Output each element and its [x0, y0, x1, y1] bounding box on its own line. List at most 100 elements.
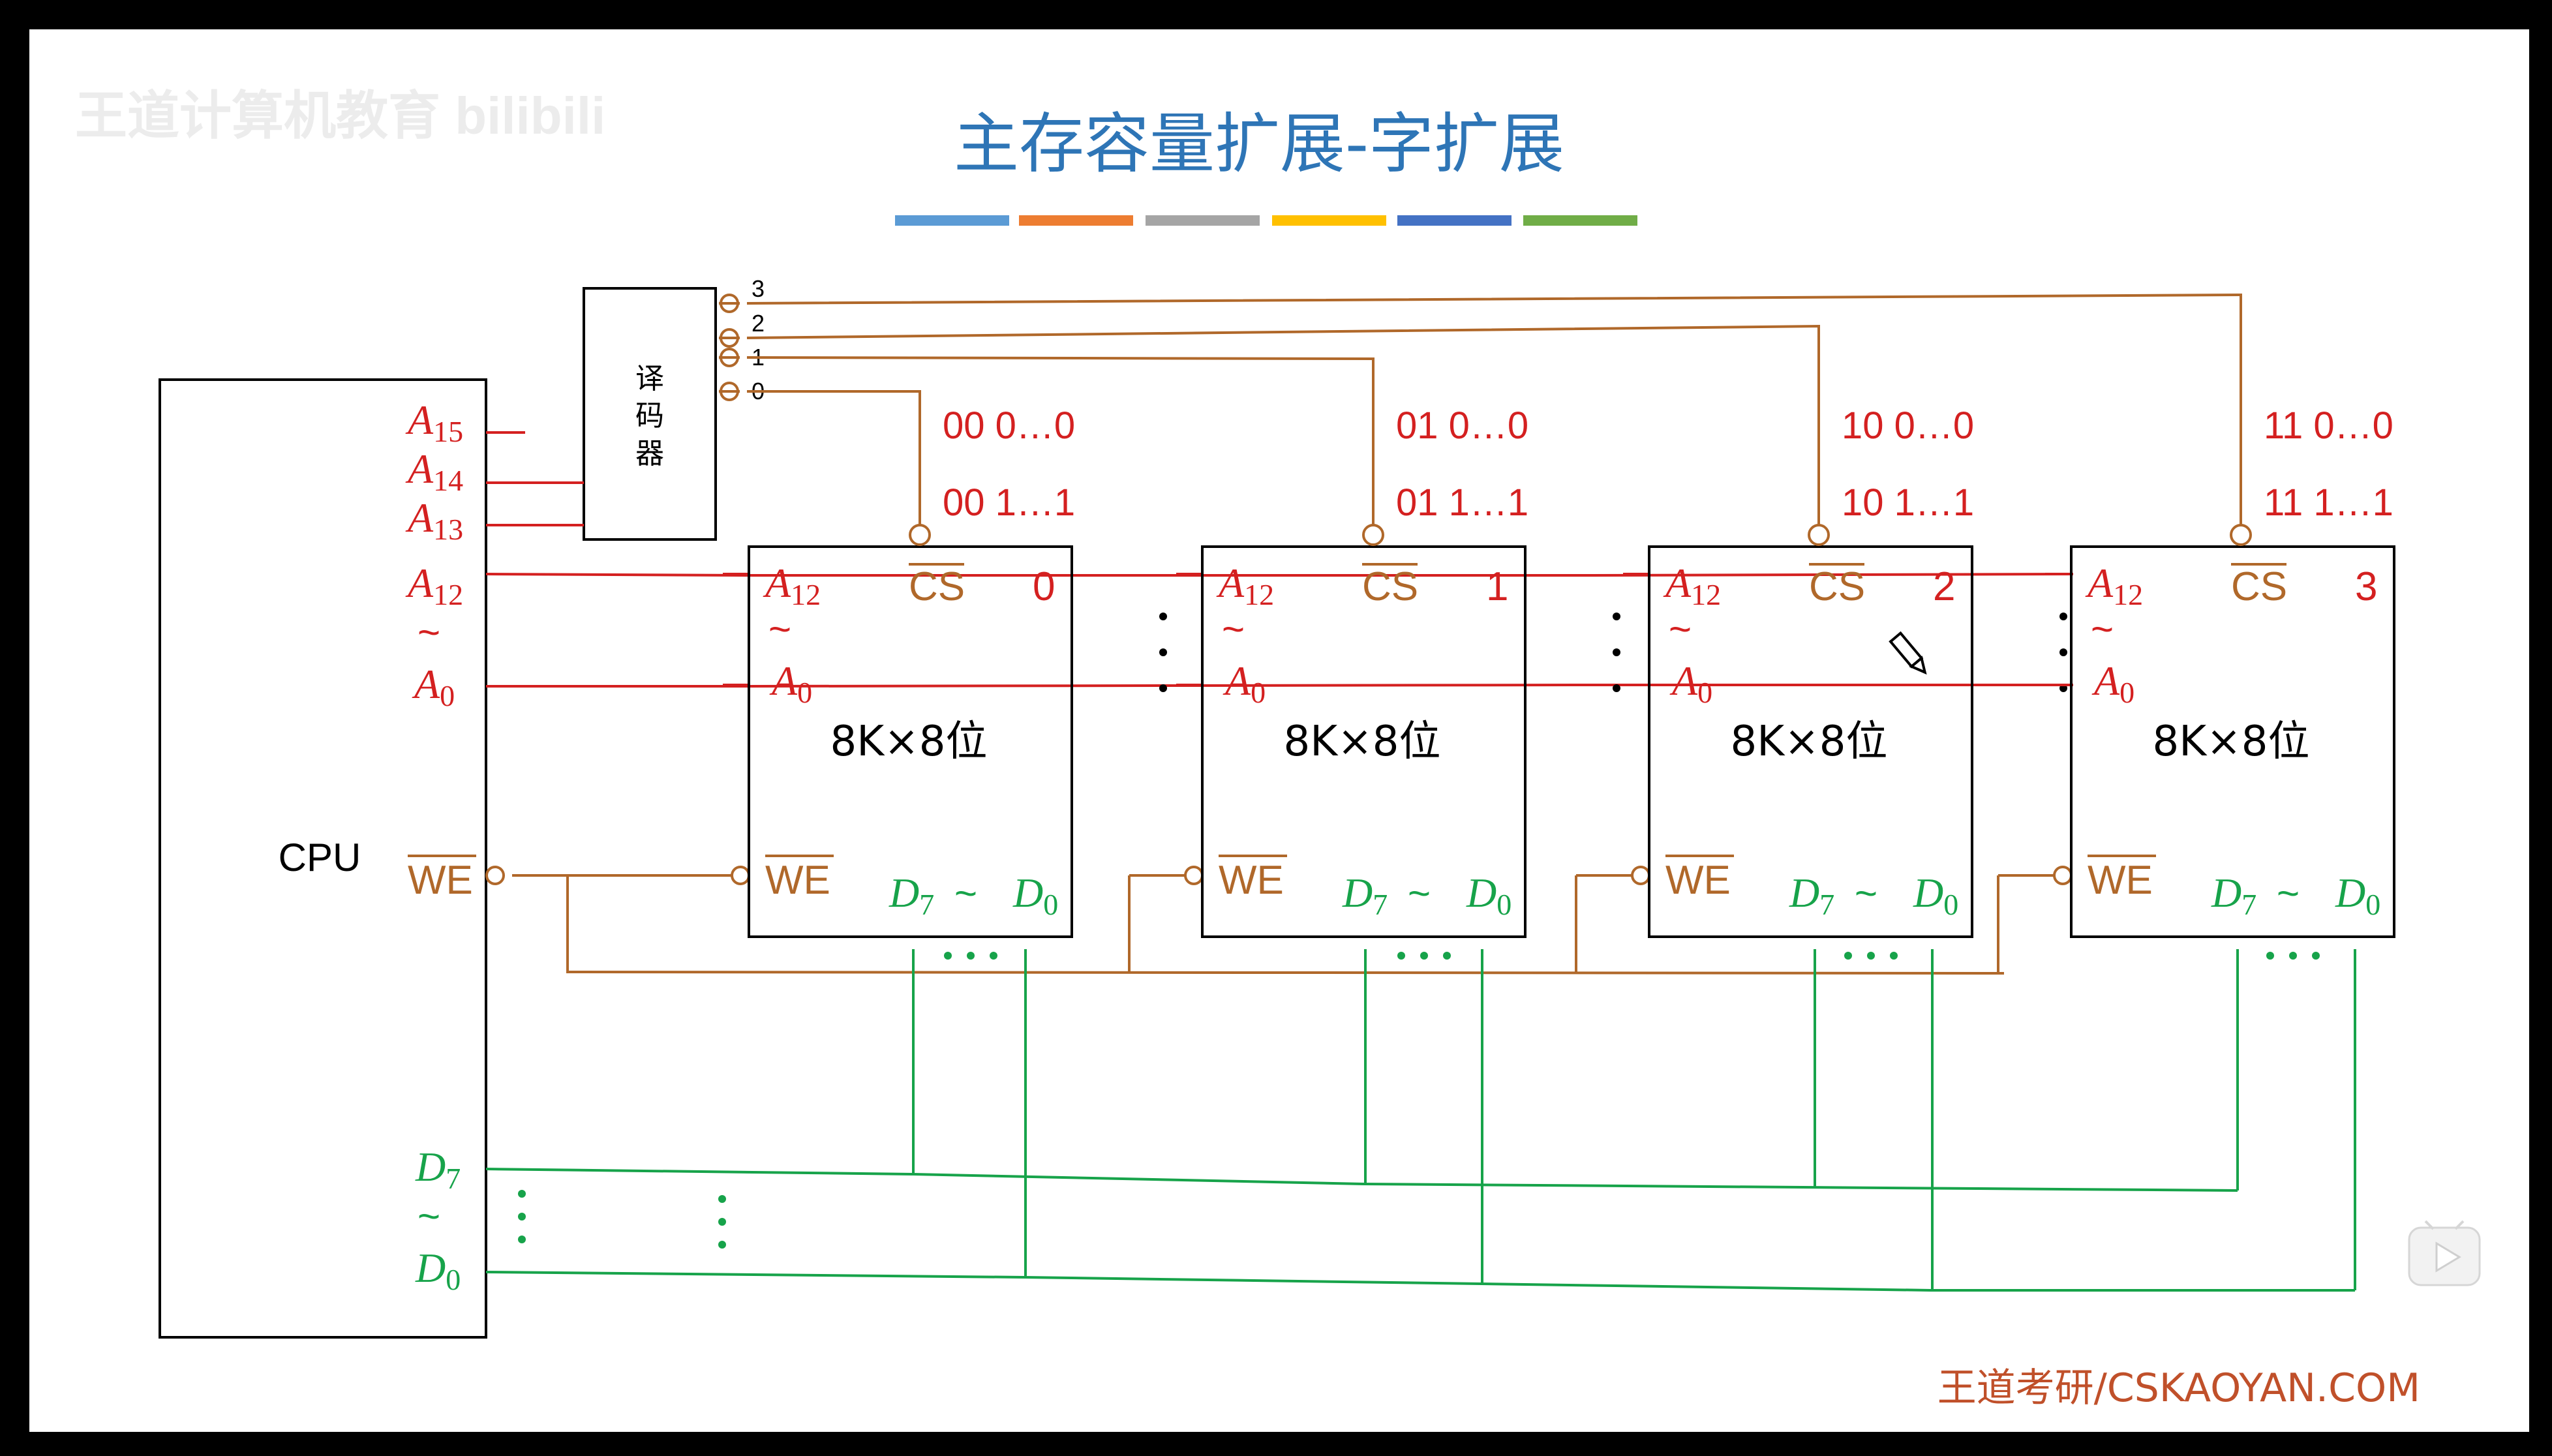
write-enable-bus	[485, 866, 2005, 975]
chip-pin-we: WE	[1219, 858, 1284, 903]
svg-text:WE: WE	[408, 858, 473, 903]
chip-data-tilde: ~	[1855, 872, 1877, 915]
cs-inverter-bubble	[1808, 524, 1830, 546]
chip-data-tilde: ~	[954, 872, 977, 915]
bus-ellipsis-dot	[1159, 684, 1167, 692]
chip-pin-a0: A0	[769, 658, 812, 709]
chip-body	[2070, 545, 2395, 938]
play-icon[interactable]	[2408, 1220, 2481, 1286]
chip-pin-we: WE	[2088, 858, 2153, 903]
slide-title: 主存容量扩展-字扩展	[954, 106, 1564, 182]
chip-index: 0	[1033, 564, 1055, 609]
chip-addr-high: 10 1…1	[1842, 481, 1974, 524]
data-bus	[485, 949, 2356, 1292]
chip-index: 3	[2355, 564, 2377, 609]
chip-body	[1648, 545, 1973, 938]
chip-pin-data: D7~D0	[2211, 870, 2380, 921]
decoder-block	[583, 287, 717, 541]
slide-background	[29, 29, 2529, 1432]
cs-inverter-bubble	[909, 524, 931, 546]
chip-pin-data: D7~D0	[1342, 870, 1511, 921]
chip-index: 1	[1486, 564, 1508, 609]
title-bar-segment	[1397, 215, 1511, 226]
chip-pin-tilde: ~	[1669, 607, 1692, 651]
chip-data-tilde: ~	[1408, 872, 1431, 915]
chip-pin-tilde: ~	[768, 607, 791, 651]
title-bar-segment	[1272, 215, 1386, 226]
decoder-label-2: 码	[635, 399, 664, 432]
bus-ellipsis-dot	[1613, 613, 1620, 620]
title-bar-segment	[1146, 215, 1260, 226]
we-inverter-bubble	[731, 866, 750, 885]
bus-ellipsis-dot	[2059, 648, 2067, 656]
data-bus-ellipsis	[518, 1190, 726, 1249]
svg-text:A0: A0	[412, 661, 455, 712]
chip-addr-low: 10 0…0	[1842, 404, 1974, 447]
bus-ellipsis-dot	[1613, 684, 1620, 692]
bus-ellipsis-dot	[1159, 648, 1167, 656]
chip-pin-cs: CS	[1809, 564, 1865, 609]
cpu-block	[159, 378, 487, 1339]
chip-pin-cs: CS	[2231, 564, 2287, 609]
cs-inverter-bubble	[2230, 524, 2252, 546]
chip-size: 8K×8位	[1283, 718, 1440, 766]
title-bar-segment	[895, 215, 1009, 226]
chip-body	[748, 545, 1073, 938]
chip-pin-d0: D0	[1913, 870, 1958, 921]
chip-select-wires	[719, 293, 2242, 527]
we-inverter-bubble	[2053, 866, 2073, 885]
title-color-bar	[895, 215, 1637, 226]
decoder-label-3: 器	[635, 437, 664, 470]
we-inverter-bubble	[1184, 866, 1204, 885]
cs-inverter-bubble	[1362, 524, 1384, 546]
cpu-label: CPU	[279, 836, 361, 879]
chip-pin-d0: D0	[2335, 870, 2380, 921]
watermark: 王道计算机教育 bilibili	[75, 87, 605, 145]
chip-size: 8K×8位	[1730, 718, 1887, 766]
chip-addr-low: 00 0…0	[943, 404, 1075, 447]
decoder-label-1: 译	[635, 362, 664, 395]
high-address-wires	[486, 431, 584, 526]
chip-pin-cs: CS	[1362, 564, 1418, 609]
chip-addr-high: 11 1…1	[2264, 481, 2393, 524]
low-address-bus	[485, 573, 2074, 688]
chip-pin-we: WE	[1665, 858, 1731, 903]
decoder-output-2: 2	[752, 310, 765, 337]
chip-pin-tilde: ~	[1222, 607, 1245, 651]
chip-pin-data: D7~D0	[889, 870, 1058, 921]
chip-pin-a12: A12	[1216, 560, 1274, 611]
title-bar-segment	[1523, 215, 1637, 226]
bus-ellipsis-dot	[1613, 648, 1620, 656]
chip-pin-we: WE	[765, 858, 830, 903]
bus-ellipsis-dot	[2059, 613, 2067, 620]
chip-pin-data: D7~D0	[1789, 870, 1958, 921]
cpu-pin-tilde: ~	[418, 611, 440, 654]
decoder-output-3: 3	[752, 275, 765, 302]
cpu-pin-we: WE	[408, 855, 476, 903]
footer-brand: 王道考研/CSKAOYAN.COM	[1937, 1365, 2420, 1411]
bus-ellipsis-dot	[1159, 613, 1167, 620]
we-inverter-bubble	[1631, 866, 1650, 885]
pencil-cursor-icon	[1889, 631, 1927, 675]
chip-addr-high: 01 1…1	[1396, 481, 1528, 524]
cpu-data-tilde: ~	[418, 1194, 440, 1238]
chip-size: 8K×8位	[830, 718, 987, 766]
chip-data-tilde: ~	[2277, 872, 2300, 915]
chip-size: 8K×8位	[2152, 718, 2309, 766]
chip-index: 2	[1933, 564, 1955, 609]
chip-pin-cs: CS	[909, 564, 965, 609]
chip-addr-low: 01 0…0	[1396, 404, 1528, 447]
cpu-pin-a0: A0	[412, 661, 455, 712]
chip-pin-a0: A0	[1223, 658, 1266, 709]
chip-addr-high: 00 1…1	[943, 481, 1075, 524]
title-bar-segment	[1019, 215, 1133, 226]
chip-addr-low: 11 0…0	[2264, 404, 2393, 447]
chip-pin-tilde: ~	[2091, 607, 2114, 651]
chip-body	[1201, 545, 1527, 938]
